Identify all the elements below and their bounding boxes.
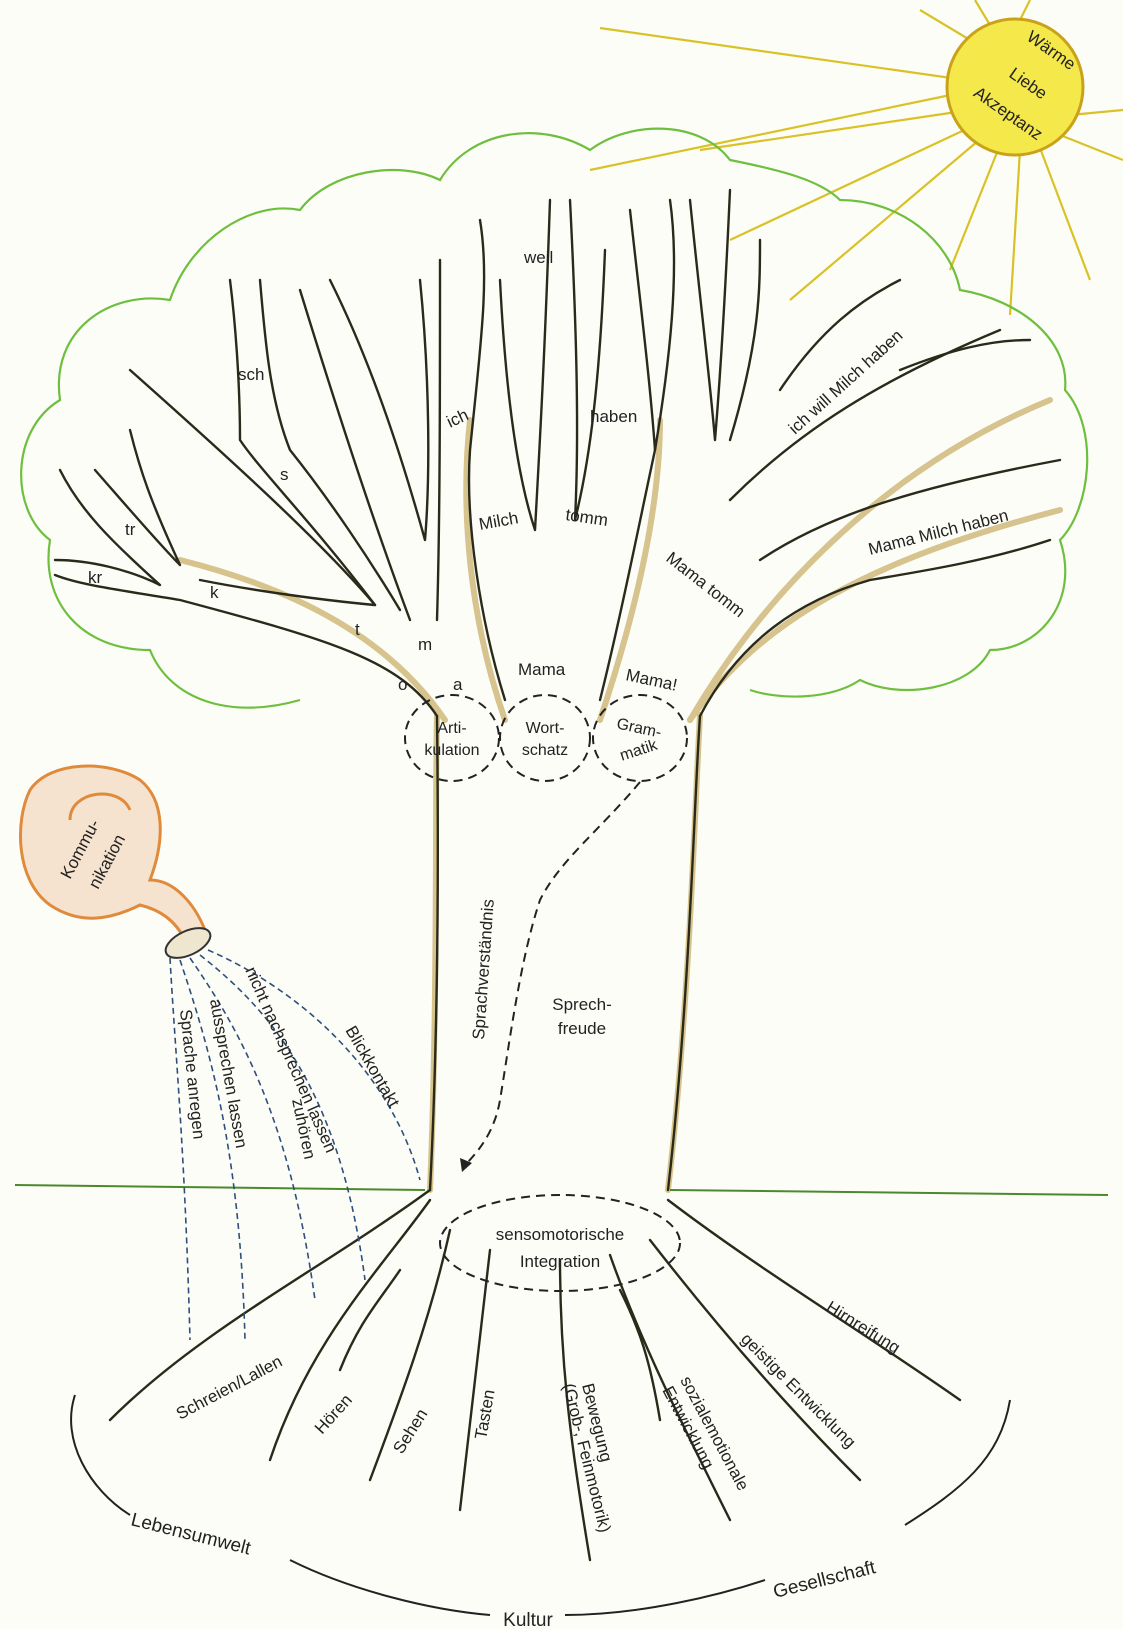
sentence-mama-tomm: Mama tomm (663, 548, 749, 621)
environment-label-lebensumwelt: Lebensumwelt (129, 1509, 254, 1559)
vocabulary-label-2: schatz (522, 742, 568, 759)
environment-label-kultur: Kultur (503, 1610, 553, 1629)
sound-tr: tr (125, 520, 136, 539)
root-1 (110, 1190, 430, 1420)
word-weil: weil (523, 248, 553, 267)
comprehension-label: Sprachverständnis (469, 898, 498, 1040)
branch-left-4 (130, 370, 375, 605)
vocabulary-circle (500, 695, 590, 781)
sound-s: s (280, 465, 289, 484)
root-8 (668, 1200, 960, 1400)
branch-left-9 (437, 260, 440, 620)
sound-t: t (355, 620, 360, 639)
grammar-label-1: Gram- (615, 716, 663, 742)
environment-arc (71, 1395, 1010, 1615)
sound-kr: kr (88, 568, 103, 587)
root-label-hirnreifung: Hirnreifung (823, 1297, 904, 1357)
sound-sch: sch (238, 365, 264, 384)
sentence-mama-exclaim: Mama! (624, 665, 679, 694)
root-label-geistig: geistige Entwicklung (737, 1329, 859, 1451)
ground-line-right (670, 1190, 1108, 1195)
tree-body (55, 190, 1060, 1560)
stream-label-2: aussprechen lassen (206, 997, 251, 1149)
root-label-tasten: Tasten (471, 1388, 498, 1441)
sun-disc (947, 19, 1083, 155)
branch-left-3 (95, 430, 180, 565)
root-4 (460, 1250, 490, 1510)
sound-m: m (418, 635, 432, 654)
root-9 (340, 1270, 400, 1370)
word-haben: haben (590, 407, 637, 426)
branch-left-7 (300, 290, 410, 620)
branch-right-6 (730, 240, 760, 440)
environment-label-gesellschaft: Gesellschaft (771, 1557, 878, 1603)
branch-left-8 (330, 280, 428, 540)
word-milch: Milch (477, 508, 519, 534)
branch-circles: Arti- kulation Wort- schatz Gram- matik (405, 695, 687, 781)
root-label-hoeren: Hören (311, 1391, 356, 1438)
speech-joy-label-1: Sprech- (552, 995, 612, 1014)
canopy-labels: sch s tr kr k t m o a weil ich haben Mil… (88, 248, 1010, 695)
root-10 (620, 1290, 660, 1420)
branch-left-6 (260, 280, 400, 610)
articulation-circle (405, 695, 499, 781)
stream-label-4: nicht nachsprechen lassen (241, 964, 340, 1156)
root-labels: Schreien/Lallen Hören Sehen Tasten Beweg… (173, 1297, 904, 1534)
articulation-label-1: Arti- (437, 720, 466, 737)
stream-label-5: Blickkontakt (342, 1023, 404, 1111)
watering-can: Kommu- nikation (20, 766, 214, 964)
word-tomm: tomm (564, 505, 609, 530)
branch-center-5 (655, 200, 674, 450)
root-label-schreien: Schreien/Lallen (173, 1352, 285, 1424)
branch-center-6 (690, 190, 730, 440)
canopy-outline (21, 129, 1087, 708)
sensomotoric-label-2: Integration (520, 1252, 600, 1271)
vocabulary-label-1: Wort- (526, 720, 565, 737)
sound-k: k (210, 583, 219, 602)
ground-line-left (15, 1185, 425, 1190)
sun: Wärme Liebe Akzeptanz (590, 0, 1123, 315)
grammar-label-2: matik (618, 736, 661, 764)
word-mama: Mama (518, 660, 566, 679)
sound-o: o (398, 675, 407, 694)
speech-joy-label-2: freude (558, 1019, 606, 1038)
sensomotoric-label-1: sensomotorische (496, 1225, 625, 1244)
branch-center-3 (570, 200, 605, 520)
sound-a: a (453, 675, 463, 694)
articulation-label-2: kulation (424, 742, 479, 759)
